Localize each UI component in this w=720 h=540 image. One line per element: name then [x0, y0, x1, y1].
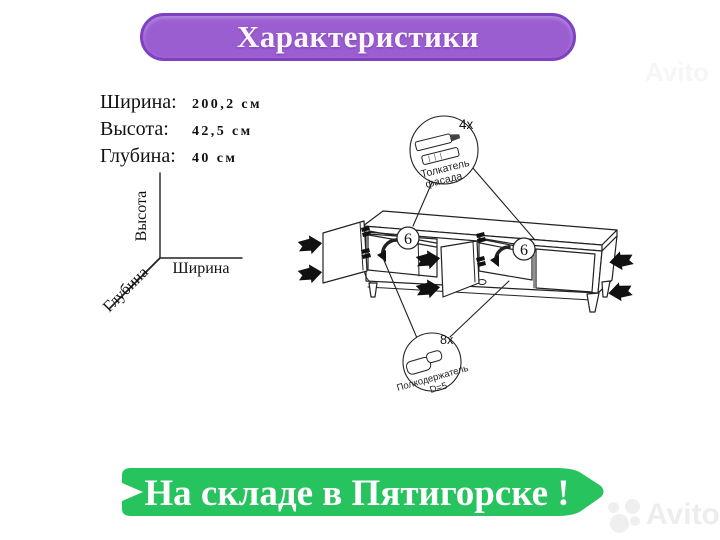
pusher-callout: Толкатель фасада 4x: [409, 115, 536, 241]
avito-watermark-top: Avito: [645, 57, 710, 87]
arrow-left-icon: [608, 282, 633, 302]
arrow-right-icon: [415, 250, 441, 270]
avito-logo-icon: [608, 502, 619, 513]
spec-label: Глубина:: [100, 145, 176, 167]
step-number: 6: [404, 231, 412, 248]
arrow-left-icon: [609, 251, 634, 271]
spec-row-height: Высота: 42,5 см: [100, 118, 262, 145]
characteristics-banner: Характеристики: [140, 13, 576, 61]
avito-logo-icon: [630, 516, 640, 526]
step-badge-right: 6: [512, 237, 536, 261]
spec-value: 40 см: [192, 151, 238, 166]
shelfpin-icon: Полкодержатель D=5: [396, 350, 470, 396]
spec-row-width: Ширина: 200,2 см: [100, 91, 262, 118]
page-title: Характеристики: [236, 19, 480, 54]
spec-value: 200,2 см: [192, 97, 262, 112]
spec-label: Высота:: [100, 118, 169, 140]
axis-diagram: Высота Ширина Глубина: [100, 172, 243, 316]
tv-stand-drawing: 6 6: [322, 210, 618, 313]
arrow-right-icon: [297, 264, 323, 284]
pusher-icon: Толкатель фасада: [414, 133, 471, 191]
avito-logo-icon: [625, 499, 640, 514]
stock-ribbon-text: На складе в Пятигорске !: [144, 473, 569, 514]
spec-label: Ширина:: [100, 91, 177, 113]
spec-row-depth: Глубина: 40 см: [100, 145, 262, 172]
hinge-marks: [361, 226, 486, 267]
arrow-right-icon: [415, 279, 441, 299]
avito-logo-icon: [610, 514, 629, 533]
spec-value: 42,5 см: [192, 124, 253, 139]
axis-depth-line: [109, 257, 161, 309]
step-badge-left: 6: [396, 226, 420, 250]
axis-label-depth: Глубина: [100, 264, 152, 316]
open-door-middle: [440, 240, 480, 298]
pusher-qty: 4x: [459, 117, 474, 132]
arrow-right-icon: [297, 235, 323, 255]
shelfpin-qty: 8x: [440, 333, 454, 347]
avito-watermark-bottom: Avito: [606, 496, 720, 536]
shelfpin-size: D=5: [429, 380, 449, 395]
axis-label-width: Ширина: [173, 260, 230, 277]
avito-wordmark: Avito: [646, 498, 720, 531]
stock-ribbon: На складе в Пятигорске !: [122, 468, 604, 516]
open-door-left: [322, 220, 368, 284]
step-number: 6: [520, 242, 528, 259]
spec-list: Ширина: 200,2 см Высота: 42,5 см Глубина…: [100, 91, 262, 172]
direction-arrows: [297, 235, 634, 302]
axis-label-height: Высота: [133, 191, 150, 242]
